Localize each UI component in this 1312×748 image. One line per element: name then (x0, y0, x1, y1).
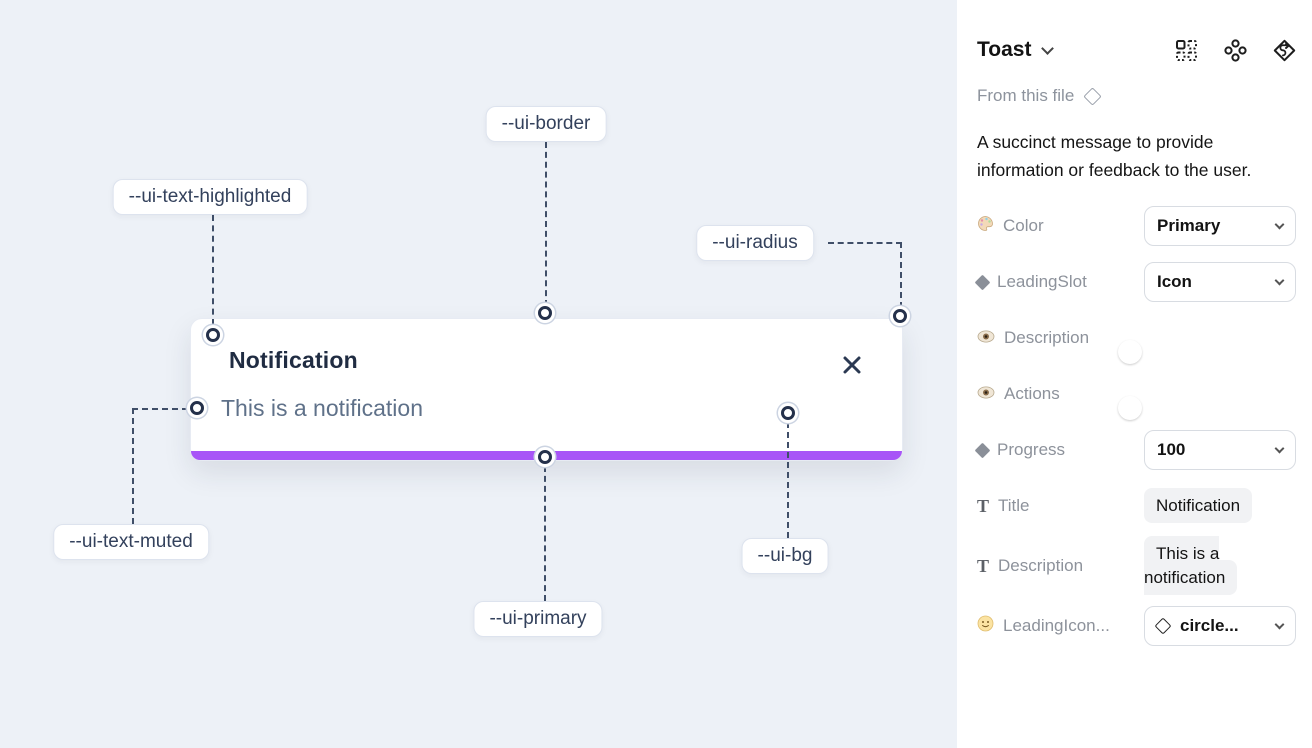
annotation-line-border (545, 142, 547, 306)
variant-diamond-icon (974, 442, 991, 458)
property-label: Description (1004, 328, 1090, 347)
connector-circle-bg[interactable] (781, 406, 795, 420)
panel-header: Toast (977, 38, 1296, 62)
property-row-color: Color Primary (977, 206, 1296, 246)
variable-chip-ui-bg[interactable]: --ui-bg (741, 538, 829, 574)
chevron-down-icon[interactable] (1041, 41, 1055, 55)
eye-icon (977, 384, 995, 404)
title-field[interactable]: Notification (1144, 488, 1253, 523)
toast-component[interactable]: Notification This is a notification (190, 318, 903, 461)
property-list: Color Primary LeadingSlot Icon (974, 206, 1296, 662)
annotation-line-text-muted-h (132, 408, 188, 410)
connector-circle-primary[interactable] (538, 450, 552, 464)
close-icon[interactable] (840, 353, 864, 377)
connector-circle-text-highlighted[interactable] (206, 328, 220, 342)
palette-icon (977, 215, 994, 237)
property-row-actions-toggle: Actions (977, 374, 1296, 420)
instance-diamond-icon (1154, 617, 1172, 635)
smiley-icon (977, 615, 994, 637)
property-label: LeadingSlot (997, 272, 1087, 291)
description-field[interactable]: This is a notification (1144, 536, 1238, 595)
chevron-down-icon (1274, 219, 1285, 229)
property-row-progress: Progress 100 (974, 430, 1296, 470)
text-prop-icon: T (977, 495, 990, 516)
text-prop-icon: T (977, 555, 990, 576)
property-label: Actions (1004, 384, 1060, 403)
property-row-description-toggle: Description (977, 318, 1296, 364)
variable-chip-ui-text-muted[interactable]: --ui-text-muted (53, 524, 209, 560)
chevron-down-icon (1274, 443, 1285, 453)
source-label: From this file (977, 86, 1075, 105)
progress-select[interactable]: 100 (1144, 430, 1296, 470)
connector-circle-text-muted[interactable] (190, 401, 204, 415)
component-dots-icon[interactable] (1224, 38, 1247, 62)
variable-chip-ui-primary[interactable]: --ui-primary (473, 601, 603, 637)
eye-icon (977, 328, 995, 348)
property-label: LeadingIcon... (1003, 616, 1110, 635)
property-label: Color (1003, 216, 1044, 235)
annotation-line-primary (544, 466, 546, 601)
source-row: From this file (977, 86, 1296, 106)
annotation-line-text-highlighted (212, 215, 214, 325)
leadingicon-select[interactable]: circle... (1144, 606, 1296, 646)
property-row-title: T Title Notification (977, 486, 1296, 526)
property-row-leadingslot: LeadingSlot Icon (974, 262, 1296, 302)
property-row-leadingicon: LeadingIcon... circle... (977, 606, 1296, 646)
property-row-description-field: T Description This is a notification (977, 536, 1296, 595)
component-diamond-icon (1083, 86, 1102, 106)
variable-chip-ui-text-highlighted[interactable]: --ui-text-highlighted (112, 179, 308, 215)
connector-circle-radius[interactable] (893, 309, 907, 323)
annotation-line-radius-h (828, 242, 902, 244)
component-name: Toast (977, 38, 1032, 61)
color-select[interactable]: Primary (1144, 206, 1296, 246)
property-label: Progress (997, 440, 1066, 459)
property-label: Title (998, 496, 1030, 515)
chevron-down-icon (1274, 275, 1285, 285)
variable-chip-ui-border[interactable]: --ui-border (485, 106, 607, 142)
variants-grid-icon[interactable] (1175, 39, 1198, 62)
annotation-line-radius-v (900, 242, 902, 308)
toast-description: This is a notification (221, 395, 423, 421)
properties-panel: Toast (957, 0, 1312, 748)
connector-circle-border[interactable] (538, 306, 552, 320)
toast-title: Notification (229, 347, 358, 373)
variant-diamond-icon (974, 274, 991, 290)
annotation-line-text-muted-v (132, 408, 134, 524)
chevron-down-icon (1274, 619, 1285, 629)
component-description: A succinct message to provide informatio… (977, 132, 1252, 180)
leadingslot-select[interactable]: Icon (1144, 262, 1296, 302)
design-canvas[interactable]: Notification This is a notification --ui… (0, 0, 957, 748)
property-label: Description (998, 556, 1084, 575)
annotation-line-bg (787, 422, 789, 538)
variable-chip-ui-radius[interactable]: --ui-radius (696, 225, 814, 261)
instance-swap-icon[interactable] (1273, 39, 1296, 62)
